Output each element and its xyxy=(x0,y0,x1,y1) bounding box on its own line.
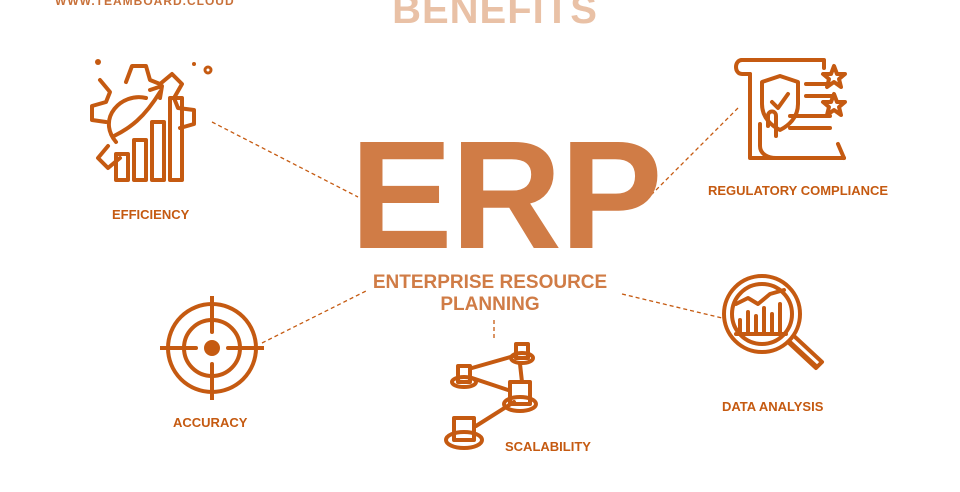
erp-full-name: ENTERPRISE RESOURCE PLANNING xyxy=(340,272,640,316)
network-nodes-icon xyxy=(436,338,548,458)
page-title: BENEFITS xyxy=(392,0,598,32)
website-url: WWW.TEAMBOARD.CLOUD xyxy=(55,0,235,8)
label-regulatory-compliance: REGULATORY COMPLIANCE xyxy=(708,183,889,198)
gear-chart-icon xyxy=(86,58,216,186)
erp-acronym: ERP xyxy=(350,109,663,281)
connector-compliance xyxy=(647,107,739,199)
connector-accuracy xyxy=(261,289,369,344)
erp-full-name-line1: ENTERPRISE RESOURCE xyxy=(372,272,608,293)
connector-efficiency xyxy=(211,121,359,198)
label-scalability: SCALABILITY xyxy=(505,439,591,454)
label-data-analysis: DATA ANALYSIS xyxy=(722,399,824,414)
magnifier-chart-icon xyxy=(718,270,826,374)
crosshair-target-icon xyxy=(160,296,264,400)
connector-data-analysis xyxy=(621,293,723,319)
document-shield-icon xyxy=(734,54,854,166)
label-accuracy: ACCURACY xyxy=(173,415,248,430)
label-efficiency: EFFICIENCY xyxy=(112,207,190,222)
erp-full-name-line2: PLANNING xyxy=(440,294,540,315)
